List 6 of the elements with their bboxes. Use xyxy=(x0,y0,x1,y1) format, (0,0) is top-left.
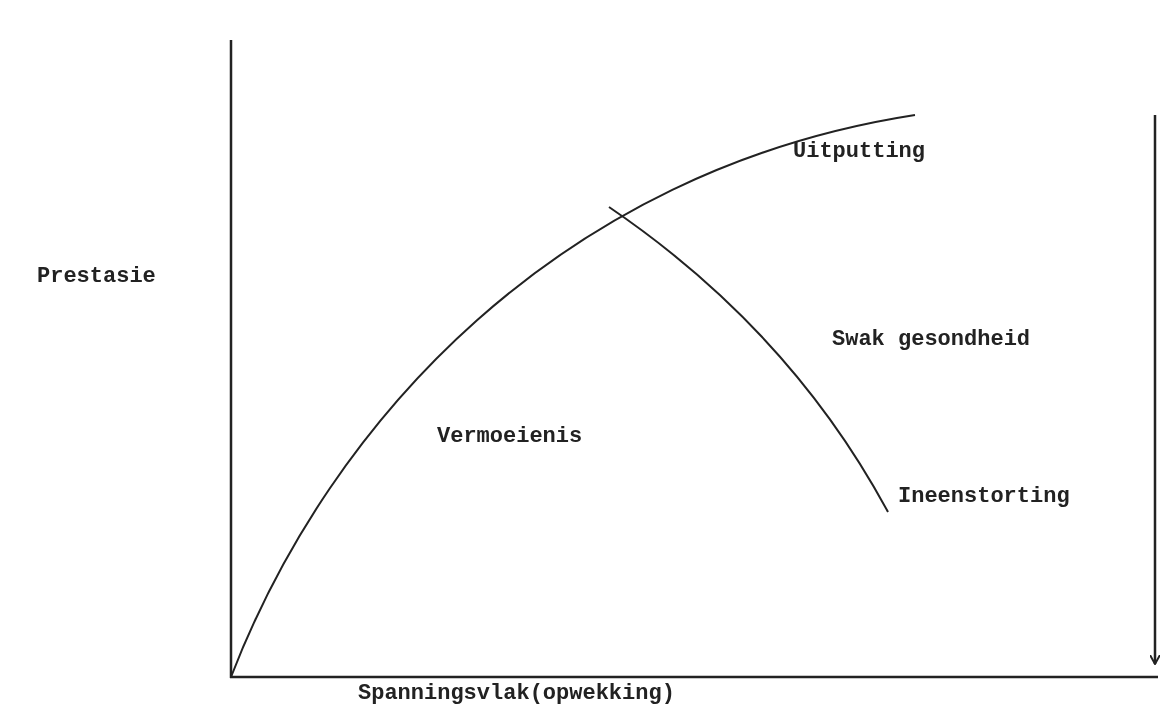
region-label: Swak gesondheid xyxy=(832,327,1031,353)
axis-label: Spanningsvlak(opwekking) xyxy=(358,681,675,704)
region-label: Vermoeienis xyxy=(437,424,583,450)
region-label: Uitputting xyxy=(793,139,926,165)
region-label: Ineenstorting xyxy=(898,484,1070,510)
axis-label: Prestasie xyxy=(37,264,156,290)
